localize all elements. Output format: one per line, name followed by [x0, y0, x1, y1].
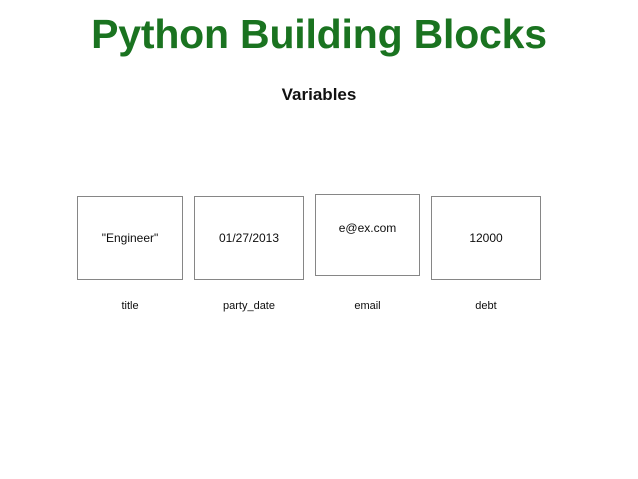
- page-title: Python Building Blocks: [91, 11, 547, 57]
- variable-label-email: email: [354, 300, 381, 312]
- variable-box-debt[interactable]: 12000: [431, 196, 541, 280]
- variable-value-title: "Engineer": [101, 230, 159, 245]
- variable-box-email[interactable]: e@ex.com: [315, 194, 420, 276]
- variable-label-title: title: [121, 300, 139, 312]
- variable-box-title[interactable]: "Engineer": [77, 196, 183, 280]
- slide-subtitle: Variables: [281, 85, 357, 104]
- variable-item-email: e@ex.com email: [315, 194, 420, 314]
- variable-item-party-date: 01/27/2013 party_date: [194, 196, 304, 314]
- variable-value-email: e@ex.com: [338, 220, 397, 235]
- variable-label-party-date: party_date: [223, 300, 275, 312]
- variable-value-debt: 12000: [469, 230, 503, 245]
- variable-box-party-date[interactable]: 01/27/2013: [194, 196, 304, 280]
- variable-item-debt: 12000 debt: [431, 196, 541, 314]
- variable-label-debt: debt: [475, 300, 497, 312]
- variable-item-title: "Engineer" title: [77, 196, 183, 314]
- variable-value-party-date: 01/27/2013: [218, 230, 280, 245]
